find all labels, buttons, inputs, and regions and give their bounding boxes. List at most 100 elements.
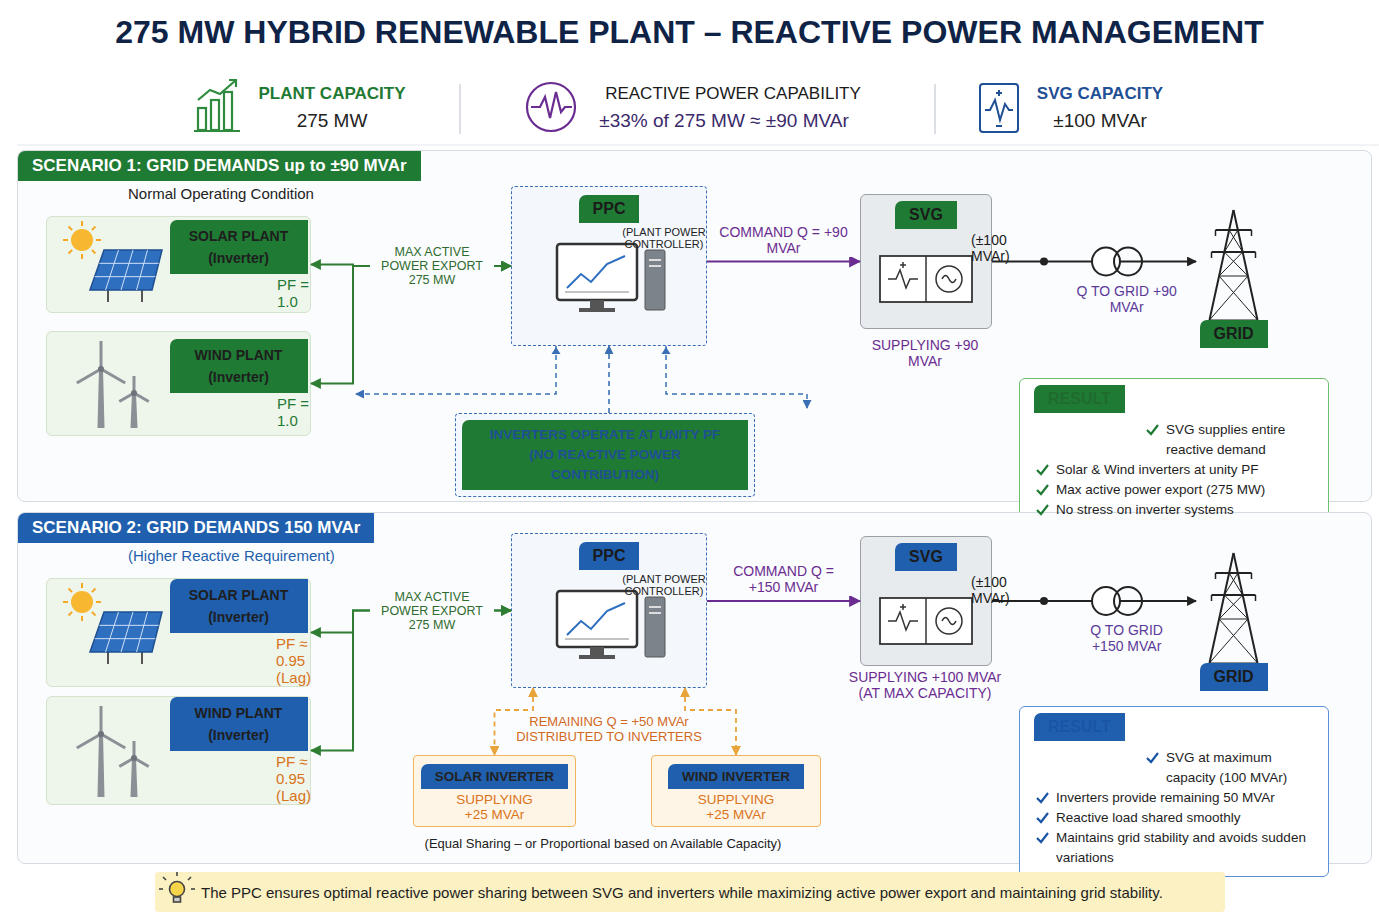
node-heading: GRID [1200,663,1268,691]
node-text: Maintains grid stability and avoids sudd… [1034,828,1318,868]
solar-icon-part [121,250,133,290]
lightbulb-icon-part [188,877,191,880]
node-heading: PPC [579,195,640,223]
lightbulb-icon-part [170,882,185,897]
transformer-symbol [1040,587,1142,615]
controller-icon [557,244,665,312]
node-text: (±100 MVAr) [971,574,991,606]
node-text: (PLANT POWER CONTROLLER) [622,226,706,250]
reactive-icon-part [527,83,575,131]
converter-icon-part [936,608,962,634]
wind-icon-part [131,758,138,797]
lightbulb-icon-part [163,877,166,880]
solar-icon-part [90,612,162,652]
tower-icon-part [1251,573,1253,579]
transformer-symbol-part [1114,587,1142,615]
controller-icon-part [645,250,665,310]
node-heading: PPC [579,542,640,570]
connector-label: REMAINING Q = +50 MVAr DISTRIBUTED TO IN… [499,713,719,745]
tower-icon-part [1219,619,1257,663]
connector [707,260,860,262]
solar-icon-part [106,250,119,290]
node-text: Inverters provide remaining 50 MVAr [1034,788,1318,808]
solar-icon-part [95,638,156,639]
solar-icon-part [141,290,143,302]
controller-icon-part [645,597,665,657]
converter-icon-part [888,612,918,630]
solar-icon-part [107,290,109,302]
divider [459,84,461,134]
converter-icon-part [900,606,906,608]
controller-icon-part [557,591,637,647]
capacity-icon-part [194,130,240,132]
tower-icon-part [1255,252,1257,258]
divider [934,84,936,134]
tower-icon-part [1251,230,1253,236]
wind-icon-part [101,369,125,383]
capacity-icon-part [224,92,232,130]
grid-node: GRID [1196,549,1271,691]
tower-icon-part [1215,230,1217,236]
node-heading: WIND INVERTER [668,764,804,789]
plain-label: ±33% of 275 MW ≈ ±90 MVAr [524,110,924,132]
solar-icon-part [69,612,73,616]
node-heading: RESULT [1034,713,1125,741]
solar-icon-part [92,612,96,616]
connector-label: COMMAND Q = +90 MVAr [714,223,854,257]
connector [608,346,610,413]
node-text: SVG supplies entire reactive demand [1144,420,1318,460]
wind-icon-part [98,734,105,797]
feedback-lines-part [666,346,807,408]
node-heading: INVERTERS OPERATE AT UNITY PF (NO REACTI… [462,420,748,490]
capacity-icon-part [198,80,236,100]
note-box: INVERTERS OPERATE AT UNITY PF (NO REACTI… [455,413,755,497]
transformer-symbol-part [1114,248,1142,276]
connector-label: MAX ACTIVE POWER EXPORT 275 MW [370,244,494,288]
wind-icon-part [100,341,103,369]
node-heading: SVG [895,201,957,229]
node-text: SUPPLYING +25 MVAr [686,792,786,822]
tower-icon-part [1224,230,1238,252]
node-text: Solar & Wind inverters at unity PF [1034,460,1318,480]
node-heading: SOLAR PLANT (Inverter) [170,220,308,274]
solar-icon-part [81,221,83,226]
lightbulb-icon-part [174,897,181,902]
node-text: (±100 MVAr) [971,232,991,264]
solar-icon-part [92,227,96,231]
wind-icon [77,706,149,797]
solar-icon-part [107,652,109,664]
controller-icon-part [567,603,625,635]
inverter-box: SOLAR INVERTERSUPPLYING +25 MVAr [413,755,576,827]
grid-node: GRID [1196,206,1271,348]
converter-icon [880,598,972,644]
feedback-lines-part [662,347,671,354]
converter-icon-part [880,598,972,644]
lightbulb-icon-part [159,888,163,890]
converter-icon-part [888,270,918,288]
solar-icon-part [92,589,96,593]
capacity-icon-part [229,80,236,87]
converter-icon-part [925,598,927,644]
result-box: RESULT SVG at maximum capacity (100 MVAr)… [1019,706,1329,877]
transformer-symbol-part [1092,587,1120,615]
node-text: SVG at maximum capacity (100 MVAr) [1144,748,1318,788]
solar-icon-part [92,250,96,254]
node-heading: RESULT [1034,385,1125,413]
plain-label: SUPPLYING +90 MVAr [865,337,985,369]
controller-icon-part [567,256,625,288]
solar-icon-part [96,239,101,241]
solar-icon-part [81,254,83,259]
caption-text: The PPC ensures optimal reactive power s… [201,884,1163,901]
svg-capacity-icon-part [996,125,1002,127]
caption-box: The PPC ensures optimal reactive power s… [155,872,1225,912]
solar-icon-part [90,250,162,290]
tower-icon-part [1210,320,1258,321]
plain-label: ±100 MVAr [950,110,1250,132]
converter-icon-part [880,256,972,302]
wind-icon-part [98,366,104,372]
tower-icon-part [1255,595,1257,601]
solar-icon-part [71,229,93,251]
tower-icon-part [1219,276,1257,320]
tower-icon-part [1224,573,1238,595]
tower-icon-part [1212,251,1256,253]
